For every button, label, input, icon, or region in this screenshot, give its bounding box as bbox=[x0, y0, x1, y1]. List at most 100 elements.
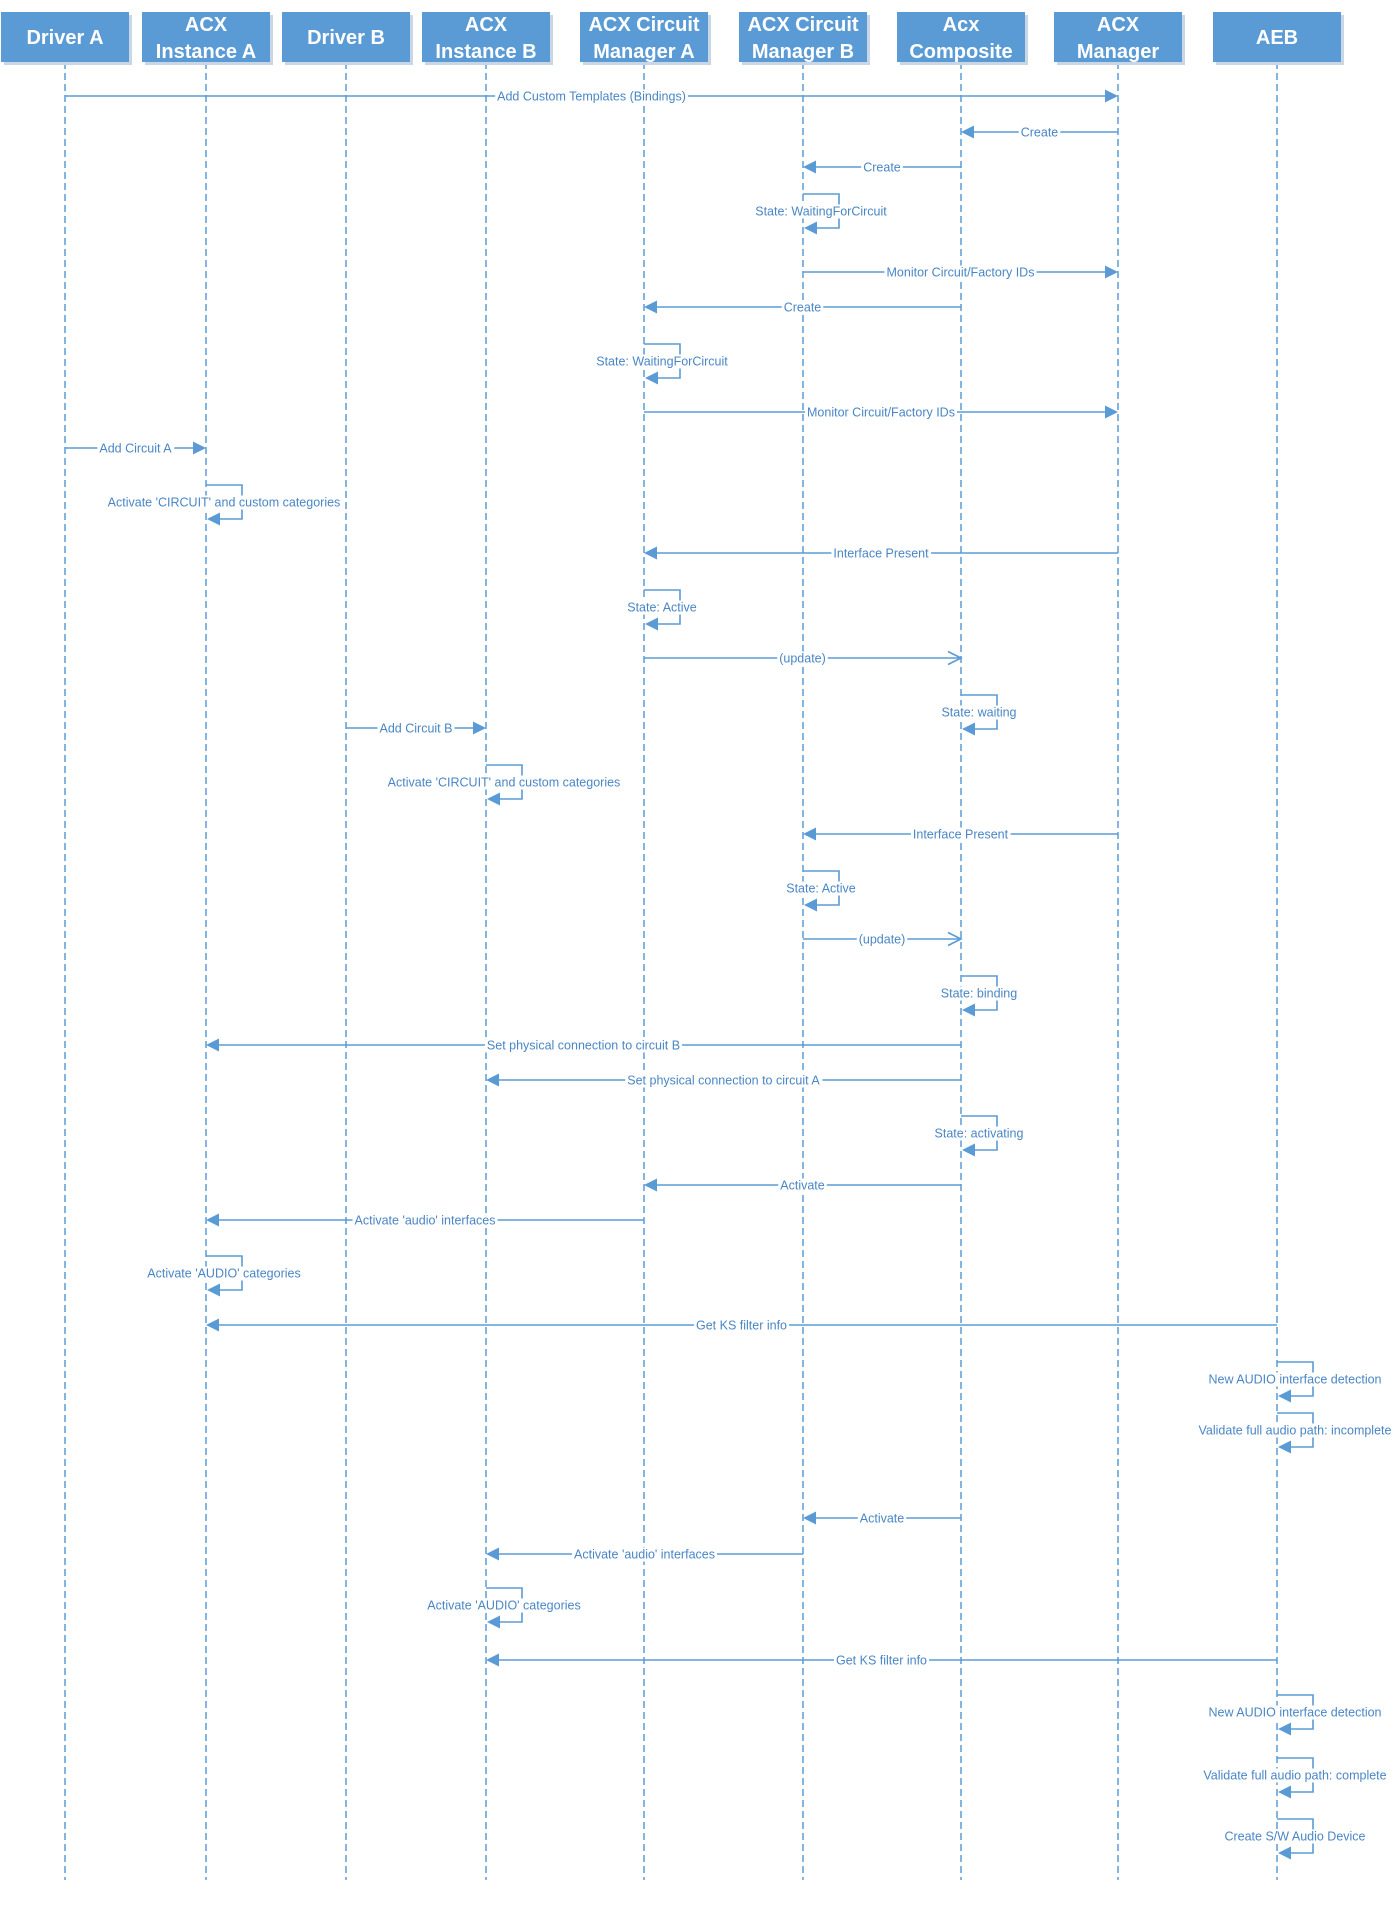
participant-label: Acx bbox=[943, 14, 980, 36]
participant-label: ACX bbox=[1097, 14, 1140, 36]
message: Get KS filter info bbox=[206, 1318, 1277, 1333]
arrow-head bbox=[206, 1213, 219, 1227]
message-label: Validate full audio path: complete bbox=[1203, 1769, 1386, 1783]
participant-label: Manager A bbox=[593, 41, 695, 63]
message: Add Circuit A bbox=[65, 441, 206, 456]
message-label-bg bbox=[425, 1598, 583, 1613]
message: Activate bbox=[803, 1511, 961, 1526]
message-label-bg bbox=[594, 354, 731, 369]
message-label-bg bbox=[778, 1178, 827, 1193]
arrow-head bbox=[804, 898, 817, 912]
message-label-bg bbox=[693, 1318, 790, 1333]
message-label-bg bbox=[1206, 1372, 1384, 1387]
message: Interface Present bbox=[644, 546, 1118, 561]
message: Set physical connection to circuit B bbox=[206, 1038, 961, 1053]
message-label: Add Circuit A bbox=[99, 442, 172, 456]
message-label-bg bbox=[938, 986, 1020, 1001]
message-label: Create S/W Audio Device bbox=[1224, 1830, 1365, 1844]
arrow-head bbox=[645, 617, 658, 631]
message-label-bg bbox=[97, 441, 175, 456]
message-label-bg bbox=[484, 1038, 683, 1053]
arrow-head bbox=[1105, 89, 1118, 103]
message-label-bg bbox=[777, 651, 828, 666]
message-label: Get KS filter info bbox=[696, 1319, 787, 1333]
message-label: Add Custom Templates (Bindings) bbox=[497, 90, 686, 104]
arrow-head bbox=[206, 1038, 219, 1052]
message-label: State: WaitingForCircuit bbox=[755, 205, 887, 219]
message: Activate 'AUDIO' categories bbox=[145, 1255, 303, 1297]
message: Validate full audio path: incomplete bbox=[1196, 1412, 1394, 1454]
arrow-head bbox=[803, 1511, 816, 1525]
lifelines bbox=[64, 62, 1278, 1880]
arrow-head bbox=[962, 1003, 975, 1017]
message-label-bg bbox=[1222, 1829, 1368, 1844]
message: Create bbox=[803, 160, 961, 175]
message: Get KS filter info bbox=[486, 1653, 1277, 1668]
message-label: State: binding bbox=[941, 987, 1017, 1001]
message-label-bg bbox=[105, 495, 343, 510]
message-label: Get KS filter info bbox=[836, 1654, 927, 1668]
message-label-bg bbox=[352, 1213, 498, 1228]
arrow-head bbox=[487, 792, 500, 806]
message-label: Create bbox=[1021, 126, 1059, 140]
message-label-bg bbox=[377, 721, 455, 736]
message: New AUDIO interface detection bbox=[1206, 1694, 1384, 1736]
arrow-head bbox=[473, 721, 486, 735]
message: State: activating bbox=[932, 1115, 1026, 1157]
message: Activate bbox=[644, 1178, 961, 1193]
arrow-head bbox=[1105, 265, 1118, 279]
message-label: Activate bbox=[860, 1512, 905, 1526]
message: (update) bbox=[644, 650, 963, 666]
participant-label: ACX bbox=[185, 14, 228, 36]
arrow-head bbox=[803, 160, 816, 174]
message-label: Activate 'CIRCUIT' and custom categories bbox=[108, 496, 341, 510]
message-label: New AUDIO interface detection bbox=[1209, 1373, 1382, 1387]
arrow-head bbox=[644, 1178, 657, 1192]
message-label-bg bbox=[857, 1511, 907, 1526]
message-label: Activate 'AUDIO' categories bbox=[147, 1267, 300, 1281]
message: Activate 'audio' interfaces bbox=[206, 1213, 644, 1228]
message-label-bg bbox=[1201, 1768, 1389, 1783]
arrow-head bbox=[486, 1653, 499, 1667]
message-label-bg bbox=[625, 1073, 823, 1088]
arrow-head bbox=[804, 221, 817, 235]
participant-driver-a: Driver A bbox=[1, 12, 132, 65]
participant-box bbox=[142, 12, 270, 62]
message: Monitor Circuit/Factory IDs bbox=[803, 265, 1118, 280]
message-label: Monitor Circuit/Factory IDs bbox=[807, 406, 955, 420]
message: State: Active bbox=[784, 870, 858, 912]
message-label-bg bbox=[805, 405, 957, 420]
message-label: (update) bbox=[859, 933, 906, 947]
message: Add Circuit B bbox=[346, 721, 486, 736]
participant-label: ACX Circuit bbox=[588, 14, 699, 36]
arrow-head bbox=[1278, 1846, 1291, 1860]
message: Create bbox=[961, 125, 1118, 140]
message: Activate 'audio' interfaces bbox=[486, 1547, 803, 1562]
message-label: New AUDIO interface detection bbox=[1209, 1706, 1382, 1720]
message-label-bg bbox=[572, 1547, 717, 1562]
arrow-head bbox=[644, 546, 657, 560]
arrow-head bbox=[487, 1615, 500, 1629]
message: Set physical connection to circuit A bbox=[486, 1073, 961, 1088]
arrow-head bbox=[1278, 1389, 1291, 1403]
participant-label: Driver A bbox=[26, 27, 103, 49]
message-label-bg bbox=[1196, 1423, 1394, 1438]
arrow-head bbox=[1105, 405, 1118, 419]
message: State: waiting bbox=[939, 694, 1019, 736]
participant-label: AEB bbox=[1256, 27, 1298, 49]
arrow-head bbox=[1278, 1722, 1291, 1736]
message: Validate full audio path: complete bbox=[1201, 1757, 1389, 1799]
participant-box bbox=[739, 12, 867, 62]
message-label: State: WaitingForCircuit bbox=[596, 355, 728, 369]
message: Create S/W Audio Device bbox=[1222, 1818, 1368, 1860]
message-label-bg bbox=[1206, 1705, 1384, 1720]
message-label: Set physical connection to circuit A bbox=[627, 1074, 820, 1088]
message-label: Create bbox=[784, 301, 822, 315]
participant-box bbox=[282, 12, 410, 62]
message-label: Add Circuit B bbox=[380, 722, 453, 736]
arrow-head bbox=[947, 650, 963, 666]
